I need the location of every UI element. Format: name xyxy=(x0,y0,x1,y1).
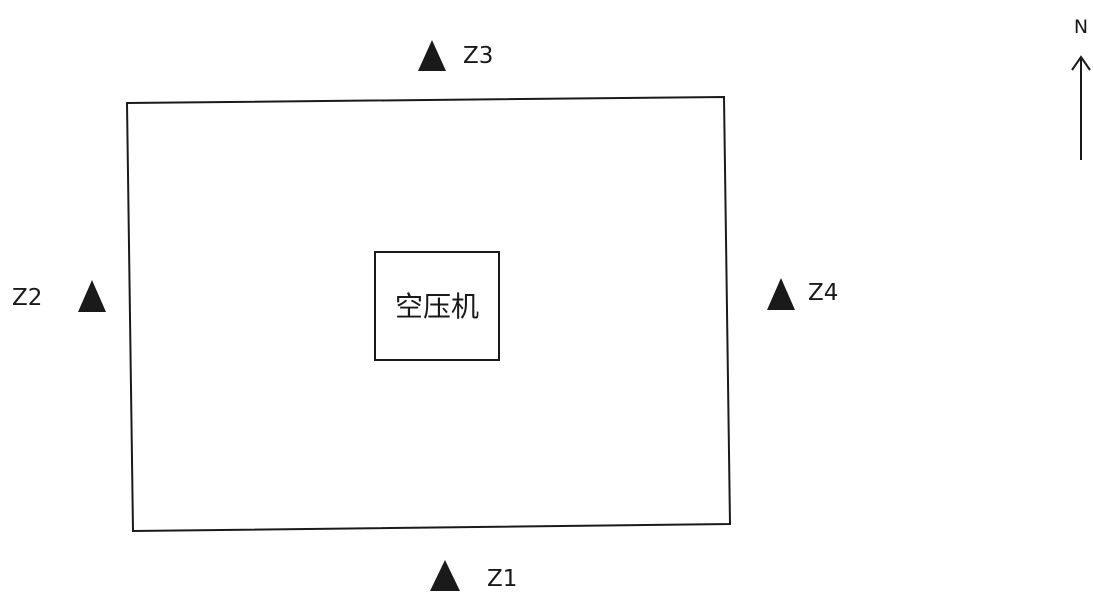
triangle-marker-icon xyxy=(430,560,460,591)
equipment-block: 空压机 xyxy=(374,251,500,361)
north-arrow-head-icon xyxy=(1071,55,1091,71)
equipment-box xyxy=(374,251,500,361)
monitoring-point-z2: Z2 xyxy=(12,280,106,312)
point-label-z4: Z4 xyxy=(808,280,838,306)
monitoring-point-z3: Z3 xyxy=(418,40,493,71)
point-label-z3: Z3 xyxy=(463,43,493,69)
monitoring-point-z4: Z4 xyxy=(767,278,838,310)
triangle-marker-icon xyxy=(78,280,106,312)
triangle-marker-icon xyxy=(767,278,795,310)
equipment-label: 空压机 xyxy=(395,290,479,323)
site-boundary xyxy=(125,95,732,533)
monitoring-point-z1: Z1 xyxy=(430,560,517,592)
point-label-z2: Z2 xyxy=(12,285,42,311)
point-label-z1: Z1 xyxy=(487,566,517,592)
triangle-marker-icon xyxy=(418,40,446,71)
north-arrow: N xyxy=(1071,16,1091,160)
north-label: N xyxy=(1074,16,1088,38)
